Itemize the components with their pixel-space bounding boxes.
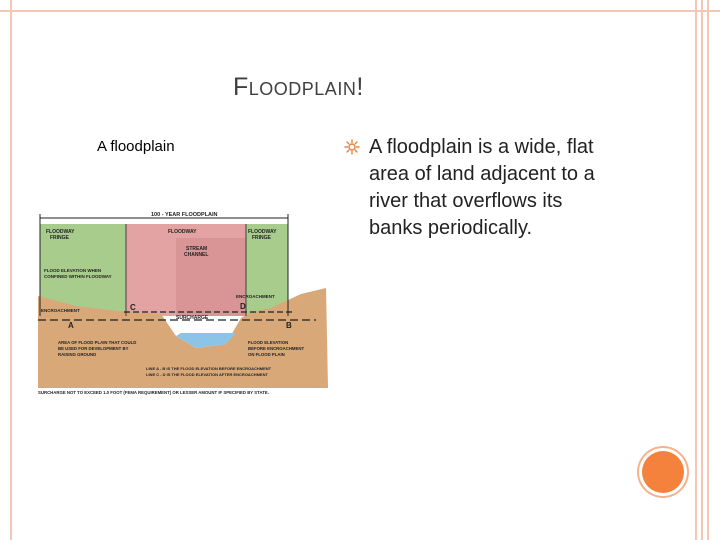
frame-line-right	[707, 0, 709, 540]
label-area-2: BE USED FOR DEVELOPMENT BY	[58, 346, 129, 351]
label-flood-before-3: ON FLOOD PLAIN	[248, 352, 285, 357]
label-stream: STREAM	[186, 246, 207, 252]
label-point-d: D	[240, 302, 246, 311]
title-exclamation: !	[356, 73, 364, 101]
label-point-b: B	[286, 321, 292, 330]
label-flood-before-2: BEFORE ENCROACHMENT	[248, 346, 304, 351]
bullet-text: A floodplain is a wide, flat area of lan…	[369, 136, 595, 239]
label-point-a: A	[68, 321, 74, 330]
label-area-3: RAISING GROUND	[58, 352, 96, 357]
frame-line-top	[0, 10, 720, 12]
label-bottom: SURCHARGE NOT TO EXCEED 1.0 FOOT (FEMA R…	[38, 390, 269, 395]
accent-circle	[642, 451, 684, 493]
label-surcharge: SURCHARGE	[176, 315, 209, 321]
label-line-cd: LINE C - D IS THE FLOOD ELEVATION AFTER …	[146, 372, 268, 377]
label-channel: CHANNEL	[184, 252, 208, 258]
label-point-c: C	[130, 303, 136, 312]
label-flood-elev-1: FLOOD ELEVATION WHEN	[44, 268, 101, 273]
label-top: 100 - YEAR FLOODPLAIN	[151, 212, 218, 218]
label-fringe-right-2: FRINGE	[252, 235, 272, 241]
title-rest: LOODPLAIN	[248, 79, 357, 99]
label-encroachment-right: ENCROACHMENT	[236, 294, 275, 299]
label-fringe-right: FLOODWAY	[248, 229, 277, 235]
label-area-1: AREA OF FLOOD PLAIN THAT COULD	[58, 340, 136, 345]
frame-line-right	[695, 0, 697, 540]
label-floodway: FLOODWAY	[168, 229, 197, 235]
frame-line-right	[701, 0, 703, 540]
label-flood-elev-2: CONFINED WITHIN FLOODWAY	[44, 274, 112, 279]
image-caption: A floodplain	[97, 138, 175, 155]
slide-title: FLOODPLAIN!	[233, 73, 364, 102]
ground-region	[38, 288, 328, 388]
label-fringe-left: FLOODWAY	[46, 229, 75, 235]
floodplain-diagram: 100 - YEAR FLOODPLAIN FLOODWAY FRINGE FL…	[36, 208, 352, 400]
label-line-ab: LINE A - B IS THE FLOOD ELEVATION BEFORE…	[146, 366, 272, 371]
sun-bullet-icon	[344, 139, 360, 155]
fringe-right-region	[246, 224, 288, 316]
label-flood-before-1: FLOOD ELEVATION	[248, 340, 288, 345]
title-first-letter: F	[233, 73, 249, 101]
water-region	[176, 333, 236, 348]
label-fringe-left-2: FRINGE	[50, 235, 70, 241]
stream-channel-band	[176, 238, 246, 316]
frame-line-left	[10, 0, 12, 540]
label-encroachment-left: ENCROACHMENT	[41, 308, 80, 313]
